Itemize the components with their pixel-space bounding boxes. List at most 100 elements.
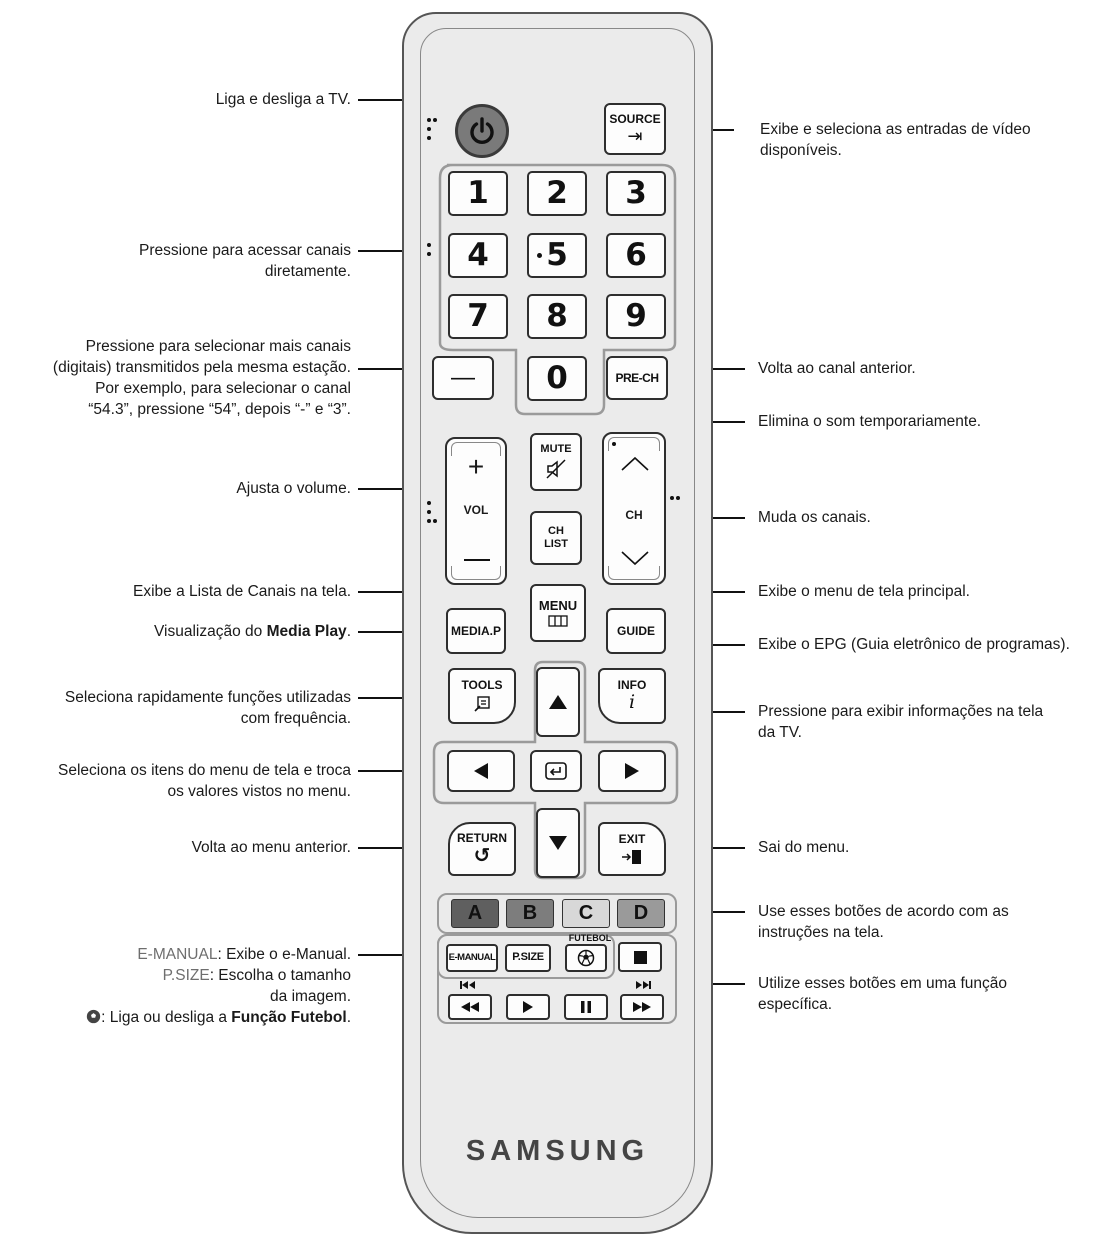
digit-3-button[interactable]: 3 (606, 171, 666, 216)
nav-right-button[interactable] (598, 750, 666, 792)
digit-4-button[interactable]: 4 (448, 233, 508, 278)
exit-door-icon (622, 849, 641, 864)
nav-up-button[interactable] (536, 667, 580, 737)
left-arrow-icon (474, 763, 488, 779)
label-guide: Exibe o EPG (Guia eletrônico de programa… (758, 636, 1070, 653)
color-keys-group (437, 893, 677, 934)
tools-button[interactable]: TOOLS (448, 668, 516, 724)
pause-icon (581, 1001, 591, 1013)
tools-icon (474, 696, 490, 712)
pre-ch-button[interactable]: PRE-CH (606, 356, 668, 400)
futebol-button[interactable] (565, 944, 607, 972)
fast-forward-icon (633, 1002, 651, 1012)
channel-rocker[interactable]: CH (602, 432, 666, 585)
digit-5-label: 5 (546, 237, 568, 274)
digit-2-button[interactable]: 2 (527, 171, 587, 216)
label-dash: Pressione para selecionar mais canais(di… (52, 338, 351, 418)
rewind-icon (461, 1002, 479, 1012)
enter-icon (545, 762, 567, 780)
pause-button[interactable] (564, 994, 608, 1020)
remote-inner-outline (420, 28, 695, 1218)
exit-button[interactable]: EXIT (598, 822, 666, 876)
volume-rocker[interactable]: + VOL (445, 437, 507, 585)
channel-down-icon[interactable] (620, 550, 650, 566)
tactile-dot-icon (612, 442, 616, 446)
soccer-ball-icon (577, 949, 595, 967)
mute-label: MUTE (540, 442, 572, 455)
label-nav: Seleciona os itens do menu de tela e tro… (58, 762, 351, 800)
stop-button[interactable] (618, 942, 662, 972)
color-key-a-button[interactable]: A (451, 899, 499, 928)
digit-1-button[interactable]: 1 (448, 171, 508, 216)
source-button[interactable]: SOURCE ⇥ (604, 103, 666, 155)
play-button[interactable] (506, 994, 550, 1020)
futebol-label: FUTEBOL (568, 933, 612, 943)
play-icon (523, 1001, 533, 1013)
media-p-button[interactable]: MEDIA.P (446, 608, 506, 654)
digit-0-button[interactable]: 0 (527, 356, 587, 401)
return-label: RETURN (457, 830, 507, 845)
label-prech: Volta ao canal anterior. (758, 360, 916, 377)
fast-forward-button[interactable] (620, 994, 664, 1020)
label-vol: Ajusta o volume. (236, 480, 351, 497)
color-key-b-button[interactable]: B (506, 899, 554, 928)
label-emanual-group: E-MANUAL: Exibe o e-Manual. P.SIZE: Esco… (86, 944, 351, 1028)
ch-list-label-2: LIST (544, 538, 568, 550)
return-button[interactable]: RETURN ↺ (448, 822, 516, 876)
exit-label: EXIT (618, 832, 646, 847)
volume-down-icon[interactable] (464, 559, 490, 561)
nav-down-button[interactable] (536, 808, 580, 878)
mute-speaker-icon (546, 459, 566, 479)
digit-7-button[interactable]: 7 (448, 294, 508, 339)
mute-button[interactable]: MUTE (530, 433, 582, 491)
label-mute: Elimina o som temporariamente. (758, 413, 982, 430)
up-arrow-icon (549, 695, 567, 709)
ch-list-button[interactable]: CH LIST (530, 511, 582, 565)
return-arrow-icon: ↺ (473, 845, 491, 868)
nav-enter-button[interactable] (530, 750, 582, 792)
label-ch: Muda os canais. (758, 509, 871, 526)
power-button[interactable] (455, 104, 509, 158)
info-label: INFO (617, 678, 647, 693)
info-icon: i (628, 690, 636, 713)
digit-6-button[interactable]: 6 (606, 233, 666, 278)
color-key-c-button[interactable]: C (562, 899, 610, 928)
digit-9-button[interactable]: 9 (606, 294, 666, 339)
ch-list-label-1: CH (548, 525, 564, 538)
samsung-logo: SAMSUNG (465, 1135, 650, 1167)
down-arrow-icon (549, 836, 567, 850)
emanual-keys-group (437, 934, 615, 979)
channel-label: CH (625, 508, 643, 522)
digit-5-button[interactable]: 5 (527, 233, 587, 278)
volume-label: VOL (463, 503, 489, 517)
stop-icon (633, 950, 647, 964)
soccer-ball-icon (87, 1009, 101, 1024)
channel-up-icon[interactable] (620, 456, 650, 472)
menu-label: MENU (538, 597, 578, 613)
label-mediap: Visualização do Media Play. (153, 623, 351, 640)
label-power: Liga e desliga a TV. (215, 91, 351, 108)
menu-button[interactable]: MENU (530, 584, 586, 642)
color-key-d-button[interactable]: D (617, 899, 665, 928)
e-manual-button[interactable]: E-MANUAL (446, 944, 498, 972)
skip-forward-icon (636, 981, 651, 989)
tools-label: TOOLS (461, 678, 503, 693)
rewind-button[interactable] (448, 994, 492, 1020)
label-exit: Sai do menu. (758, 839, 850, 856)
info-button[interactable]: INFO i (598, 668, 666, 724)
right-arrow-icon (625, 763, 639, 779)
dash-button[interactable]: — (432, 356, 494, 400)
guide-button[interactable]: GUIDE (606, 608, 666, 654)
skip-back-icon (460, 981, 475, 989)
digit-8-button[interactable]: 8 (527, 294, 587, 339)
power-icon (470, 117, 494, 145)
nav-left-button[interactable] (447, 750, 515, 792)
volume-up-icon[interactable]: + (467, 451, 485, 482)
p-size-button[interactable]: P.SIZE (505, 944, 551, 972)
label-menu: Exibe o menu de tela principal. (758, 583, 970, 600)
